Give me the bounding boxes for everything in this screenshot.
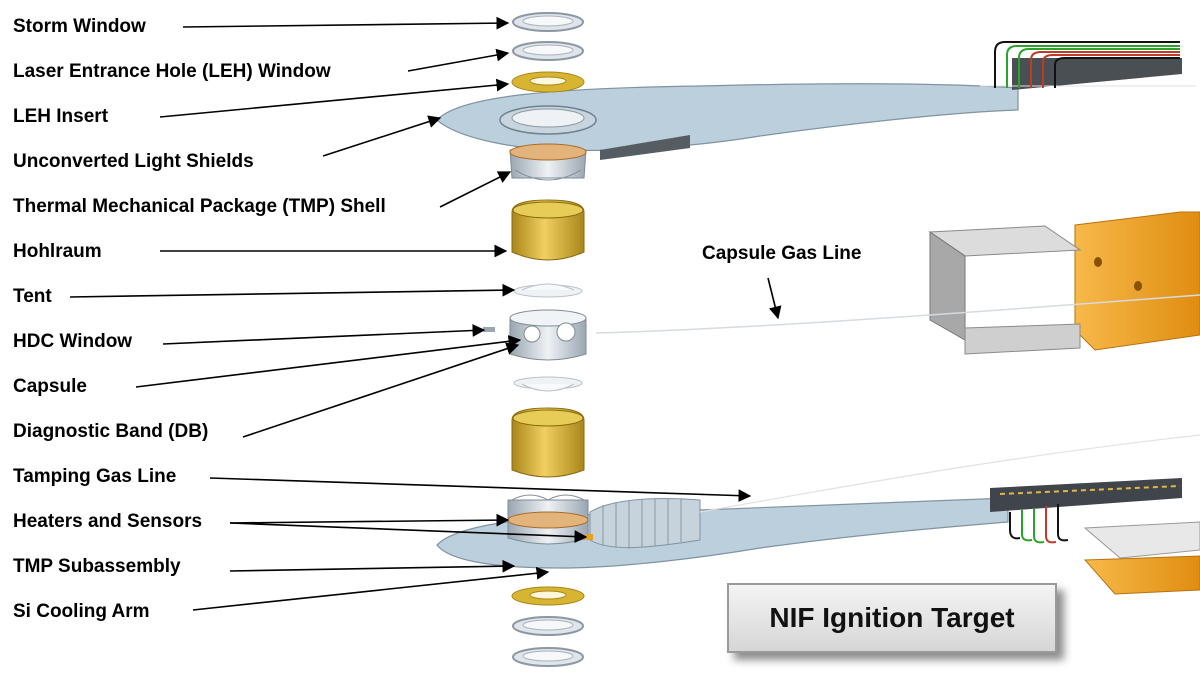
label-leh-window: Laser Entrance Hole (LEH) Window bbox=[13, 61, 331, 82]
arrow-tamping-gas-line bbox=[209, 477, 752, 503]
component-stack bbox=[483, 12, 597, 667]
label-hdc-window: HDC Window bbox=[13, 331, 133, 352]
lower-wires bbox=[1009, 504, 1069, 544]
label-capsule-gas-line: Capsule Gas Line bbox=[702, 243, 862, 264]
capsule-gas-line bbox=[595, 294, 1200, 334]
diagram-title: NIF Ignition Target bbox=[769, 602, 1015, 633]
arrow-si-cooling-arm bbox=[192, 566, 550, 611]
label-tmp-shell: Thermal Mechanical Package (TMP) Shell bbox=[13, 196, 386, 217]
upper-wires bbox=[994, 41, 1180, 88]
label-tamping-gas-line: Tamping Gas Line bbox=[13, 466, 177, 487]
right-mechanical-parts bbox=[928, 211, 1200, 595]
label-storm-window: Storm Window bbox=[13, 16, 146, 37]
arrow-storm-window bbox=[182, 16, 510, 30]
arrow-tent bbox=[69, 283, 516, 298]
tamping-gas-line bbox=[699, 434, 1200, 513]
arrow-heaters-sensors-b bbox=[229, 522, 588, 543]
label-capsule: Capsule bbox=[13, 376, 87, 397]
label-tent: Tent bbox=[13, 286, 52, 307]
label-si-cooling-arm: Si Cooling Arm bbox=[13, 601, 150, 622]
arrow-heaters-sensors-a bbox=[229, 513, 510, 527]
label-unconverted-light-shields: Unconverted Light Shields bbox=[13, 151, 254, 172]
arrow-tmp-shell bbox=[439, 171, 512, 208]
label-diagnostic-band: Diagnostic Band (DB) bbox=[13, 421, 209, 442]
label-hohlraum: Hohlraum bbox=[13, 241, 102, 262]
title-box: NIF Ignition Target bbox=[727, 583, 1057, 653]
label-leh-insert: LEH Insert bbox=[13, 106, 109, 127]
label-heaters-sensors: Heaters and Sensors bbox=[13, 511, 203, 532]
arrow-hdc-window bbox=[162, 324, 486, 345]
label-tmp-subassembly: TMP Subassembly bbox=[13, 556, 181, 577]
arrow-tmp-subassembly bbox=[229, 559, 516, 573]
arrow-unconverted-light-shields bbox=[322, 115, 442, 157]
arrow-leh-insert bbox=[159, 78, 510, 118]
arrow-capsule-gas-line bbox=[767, 277, 782, 320]
leader-arrows bbox=[69, 16, 782, 611]
arrow-leh-window bbox=[407, 48, 510, 72]
arrow-capsule bbox=[135, 335, 522, 388]
arrow-diagnostic-band bbox=[242, 342, 520, 438]
